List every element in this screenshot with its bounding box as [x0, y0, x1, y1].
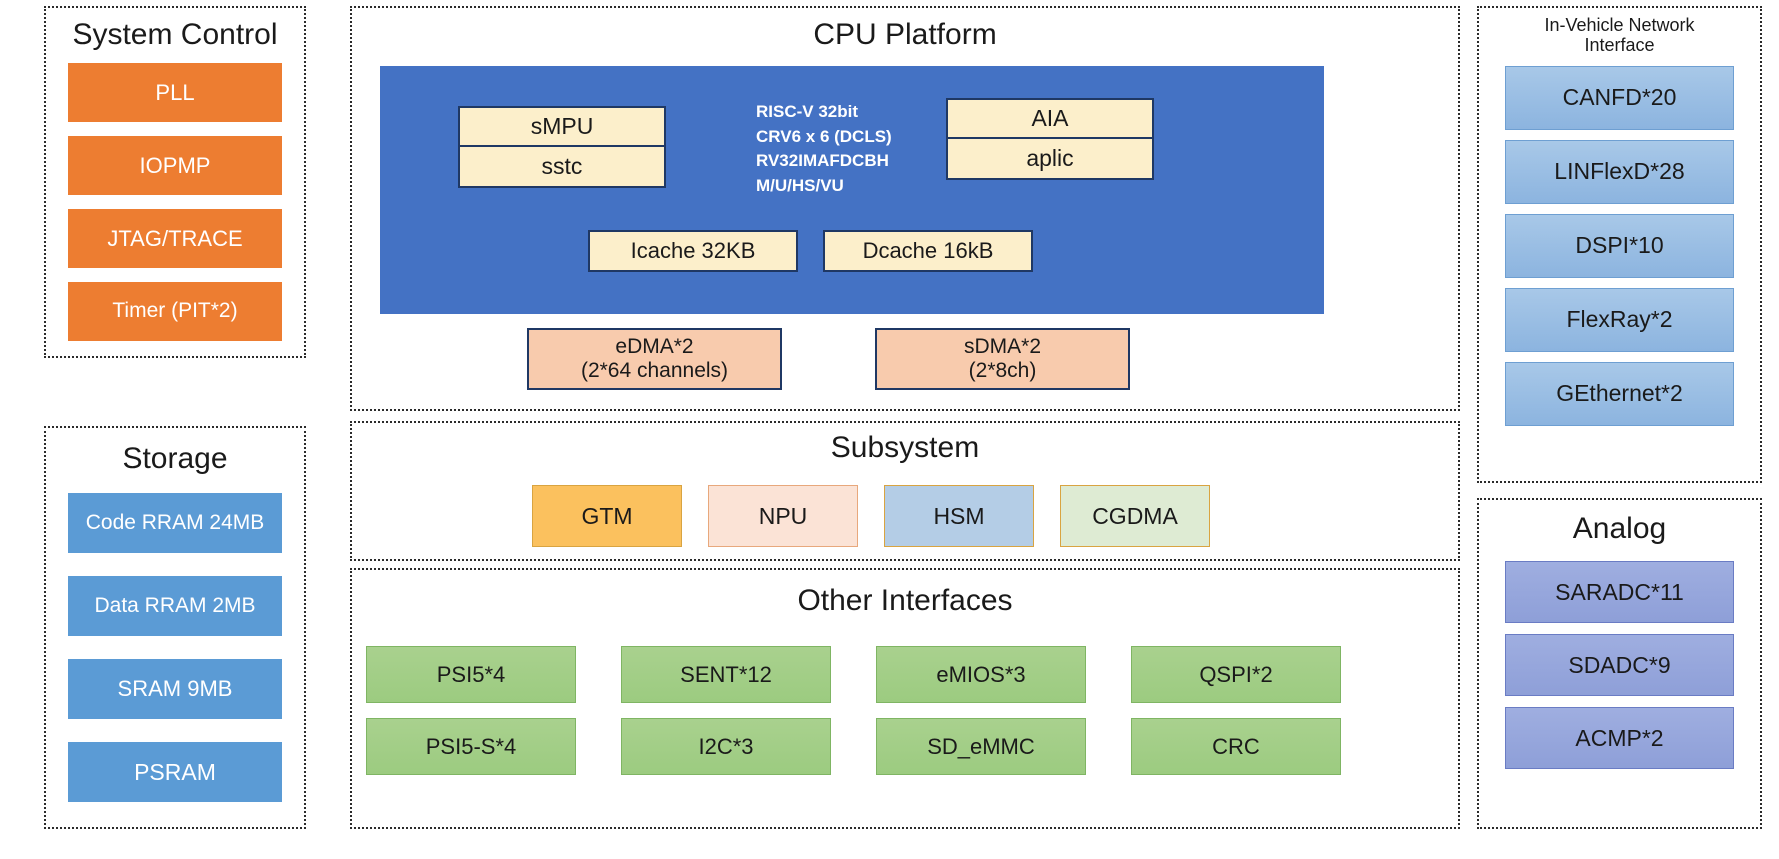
block-data-rram[interactable]: Data RRAM 2MB	[68, 576, 282, 636]
block-sd-emmc-label: SD_eMMC	[927, 733, 1035, 759]
block-code-rram[interactable]: Code RRAM 24MB	[68, 493, 282, 553]
block-acmp-label: ACMP*2	[1575, 724, 1664, 751]
block-hsm-label: HSM	[933, 502, 985, 529]
block-sram[interactable]: SRAM 9MB	[68, 659, 282, 719]
panel-storage-title: Storage	[122, 442, 228, 475]
block-gethernet-label: GEthernet*2	[1556, 380, 1683, 407]
block-edma[interactable]: eDMA*2 (2*64 channels)	[527, 328, 782, 390]
block-i2c-label: I2C*3	[698, 733, 754, 759]
block-aplic-label: aplic	[1026, 145, 1074, 172]
block-code-rram-label: Code RRAM 24MB	[85, 510, 265, 534]
block-gethernet[interactable]: GEthernet*2	[1505, 361, 1734, 426]
block-saradc-label: SARADC*11	[1555, 578, 1684, 605]
block-npu[interactable]: NPU	[708, 485, 858, 547]
block-saradc[interactable]: SARADC*11	[1505, 561, 1734, 623]
in-vehicle-network-block-list: CANFD*20 LINFlexD*28 DSPI*10 FlexRay*2 G…	[1479, 65, 1760, 426]
block-flexray-label: FlexRay*2	[1566, 306, 1673, 333]
system-control-block-list: PLL IOPMP JTAG/TRACE Timer (PIT*2)	[46, 51, 304, 341]
panel-other-interfaces: Other Interfaces PSI5*4 SENT*12 eMIOS*3 …	[350, 568, 1460, 829]
panel-other-interfaces-title: Other Interfaces	[797, 584, 1013, 617]
block-iopmp[interactable]: IOPMP	[68, 136, 282, 195]
block-i2c[interactable]: I2C*3	[621, 718, 831, 775]
block-timer-pit[interactable]: Timer (PIT*2)	[68, 282, 282, 341]
block-sstc-label: sstc	[541, 153, 583, 180]
block-crc[interactable]: CRC	[1131, 718, 1341, 775]
block-psi5-s-label: PSI5-S*4	[425, 733, 517, 759]
block-sent[interactable]: SENT*12	[621, 646, 831, 703]
block-dcache[interactable]: Dcache 16kB	[823, 230, 1033, 272]
block-sdma-label-line1: sDMA*2	[963, 334, 1042, 358]
subsystem-block-row: GTM NPU HSM CGDMA	[532, 485, 1210, 547]
block-emios-label: eMIOS*3	[936, 661, 1026, 687]
block-jtag-trace[interactable]: JTAG/TRACE	[68, 209, 282, 268]
block-psram[interactable]: PSRAM	[68, 742, 282, 802]
panel-subsystem-title: Subsystem	[830, 431, 980, 464]
block-cgdma-label: CGDMA	[1092, 502, 1178, 529]
block-pll-label: PLL	[155, 79, 195, 105]
block-icache[interactable]: Icache 32KB	[588, 230, 798, 272]
block-acmp[interactable]: ACMP*2	[1505, 707, 1734, 769]
block-edma-label-line1: eDMA*2	[615, 334, 694, 358]
block-sdadc-label: SDADC*9	[1568, 651, 1671, 678]
cpu-core-spec-text: RISC-V 32bit CRV6 x 6 (DCLS) RV32IMAFDCB…	[756, 102, 892, 195]
block-jtag-trace-label: JTAG/TRACE	[107, 225, 243, 251]
block-psi5[interactable]: PSI5*4	[366, 646, 576, 703]
block-psram-label: PSRAM	[134, 758, 216, 785]
block-cgdma[interactable]: CGDMA	[1060, 485, 1210, 547]
block-hsm[interactable]: HSM	[884, 485, 1034, 547]
block-edma-label-line2: (2*64 channels)	[580, 359, 729, 382]
panel-in-vehicle-network-title: In-Vehicle Network Interface	[1544, 15, 1695, 55]
block-sdadc[interactable]: SDADC*9	[1505, 634, 1734, 696]
block-dcache-label: Dcache 16kB	[862, 238, 994, 264]
block-sram-label: SRAM 9MB	[117, 676, 233, 702]
block-linflexd-label: LINFlexD*28	[1554, 158, 1685, 185]
block-pll[interactable]: PLL	[68, 63, 282, 122]
block-linflexd[interactable]: LINFlexD*28	[1505, 139, 1734, 204]
panel-subsystem: Subsystem GTM NPU HSM CGDMA	[350, 421, 1460, 561]
block-qspi[interactable]: QSPI*2	[1131, 646, 1341, 703]
block-smpu-label: sMPU	[530, 113, 594, 140]
panel-cpu-platform-title: CPU Platform	[813, 18, 997, 51]
panel-analog: Analog SARADC*11 SDADC*9 ACMP*2	[1477, 498, 1762, 829]
block-sdma-label-line2: (2*8ch)	[968, 359, 1037, 382]
block-data-rram-label: Data RRAM 2MB	[94, 593, 256, 617]
block-crc-label: CRC	[1212, 733, 1260, 759]
block-sstc[interactable]: sstc	[458, 147, 666, 188]
block-timer-pit-label: Timer (PIT*2)	[112, 299, 238, 323]
block-npu-label: NPU	[758, 502, 808, 529]
block-gtm[interactable]: GTM	[532, 485, 682, 547]
other-interfaces-row-1: PSI5*4 SENT*12 eMIOS*3 QSPI*2	[366, 646, 1341, 703]
panel-storage: Storage Code RRAM 24MB Data RRAM 2MB SRA…	[44, 426, 306, 829]
block-iopmp-label: IOPMP	[139, 152, 211, 178]
panel-cpu-platform: CPU Platform sMPU sstc RISC-V 32bit CRV6…	[350, 6, 1460, 411]
block-sdma[interactable]: sDMA*2 (2*8ch)	[875, 328, 1130, 390]
block-psi5-label: PSI5*4	[436, 661, 506, 687]
block-gtm-label: GTM	[581, 502, 633, 529]
block-canfd-label: CANFD*20	[1562, 84, 1677, 111]
block-flexray[interactable]: FlexRay*2	[1505, 287, 1734, 352]
block-sd-emmc[interactable]: SD_eMMC	[876, 718, 1086, 775]
panel-system-control-title: System Control	[72, 18, 278, 51]
cpu-left-stack: sMPU sstc	[458, 106, 666, 188]
block-dspi[interactable]: DSPI*10	[1505, 213, 1734, 278]
block-aplic[interactable]: aplic	[946, 139, 1154, 180]
block-emios[interactable]: eMIOS*3	[876, 646, 1086, 703]
panel-in-vehicle-network-interface: In-Vehicle Network Interface CANFD*20 LI…	[1477, 6, 1762, 483]
block-aia-label: AIA	[1031, 105, 1069, 132]
other-interfaces-row-2: PSI5-S*4 I2C*3 SD_eMMC CRC	[366, 718, 1341, 775]
cpu-right-stack: AIA aplic	[946, 98, 1154, 180]
storage-block-list: Code RRAM 24MB Data RRAM 2MB SRAM 9MB PS…	[46, 475, 304, 802]
block-qspi-label: QSPI*2	[1199, 661, 1273, 687]
block-sent-label: SENT*12	[680, 661, 772, 687]
panel-system-control: System Control PLL IOPMP JTAG/TRACE Time…	[44, 6, 306, 358]
block-canfd[interactable]: CANFD*20	[1505, 65, 1734, 130]
analog-block-list: SARADC*11 SDADC*9 ACMP*2	[1479, 561, 1760, 769]
panel-analog-title: Analog	[1572, 512, 1667, 545]
cpu-core-region: sMPU sstc RISC-V 32bit CRV6 x 6 (DCLS) R…	[380, 66, 1324, 314]
block-aia[interactable]: AIA	[946, 98, 1154, 139]
block-icache-label: Icache 32KB	[630, 238, 756, 264]
block-dspi-label: DSPI*10	[1575, 232, 1664, 259]
block-smpu[interactable]: sMPU	[458, 106, 666, 147]
block-psi5-s[interactable]: PSI5-S*4	[366, 718, 576, 775]
